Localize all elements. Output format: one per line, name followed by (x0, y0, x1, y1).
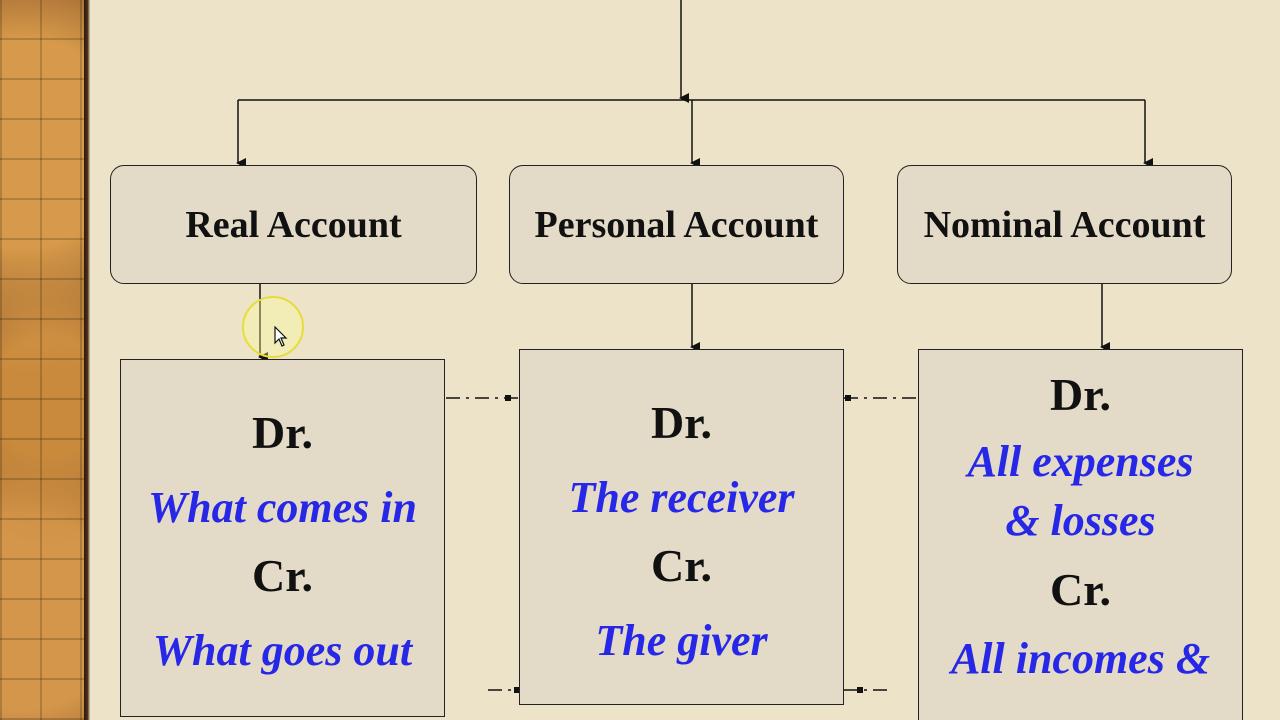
personal-debit-rule: The receiver (568, 473, 795, 522)
personal-account-rules: Dr. The receiver Cr. The giver (519, 349, 844, 705)
real-account-title: Real Account (185, 203, 402, 246)
real-account-box: Real Account (110, 165, 477, 284)
cursor-highlight (242, 296, 304, 358)
personal-account-title: Personal Account (534, 203, 819, 246)
real-credit-rule: What goes out (152, 626, 413, 676)
nominal-account-box: Nominal Account (897, 165, 1232, 284)
nominal-debit-rule-line1: All expenses (967, 437, 1194, 486)
real-credit-label: Cr. (252, 550, 313, 602)
real-account-rules: Dr. What comes in Cr. What goes out (120, 359, 445, 717)
personal-credit-rule: The giver (595, 616, 768, 666)
personal-credit-label: Cr. (651, 540, 712, 592)
nominal-debit-rule-line2: & losses (1005, 496, 1156, 546)
real-debit-label: Dr. (252, 407, 313, 458)
nominal-credit-rule: All incomes & (950, 633, 1211, 683)
mouse-pointer-icon (274, 326, 288, 347)
side-strip-edge (84, 0, 90, 720)
nominal-credit-label: Cr. (1050, 563, 1111, 615)
nominal-account-title: Nominal Account (923, 203, 1206, 246)
nominal-debit-label: Dr. (1050, 369, 1111, 420)
nominal-account-rules: Dr. All expenses & losses Cr. All income… (918, 349, 1243, 720)
real-debit-rule: What comes in (148, 483, 417, 532)
personal-account-box: Personal Account (509, 165, 844, 284)
personal-debit-label: Dr. (651, 397, 712, 448)
decorative-side-strip (0, 0, 84, 720)
